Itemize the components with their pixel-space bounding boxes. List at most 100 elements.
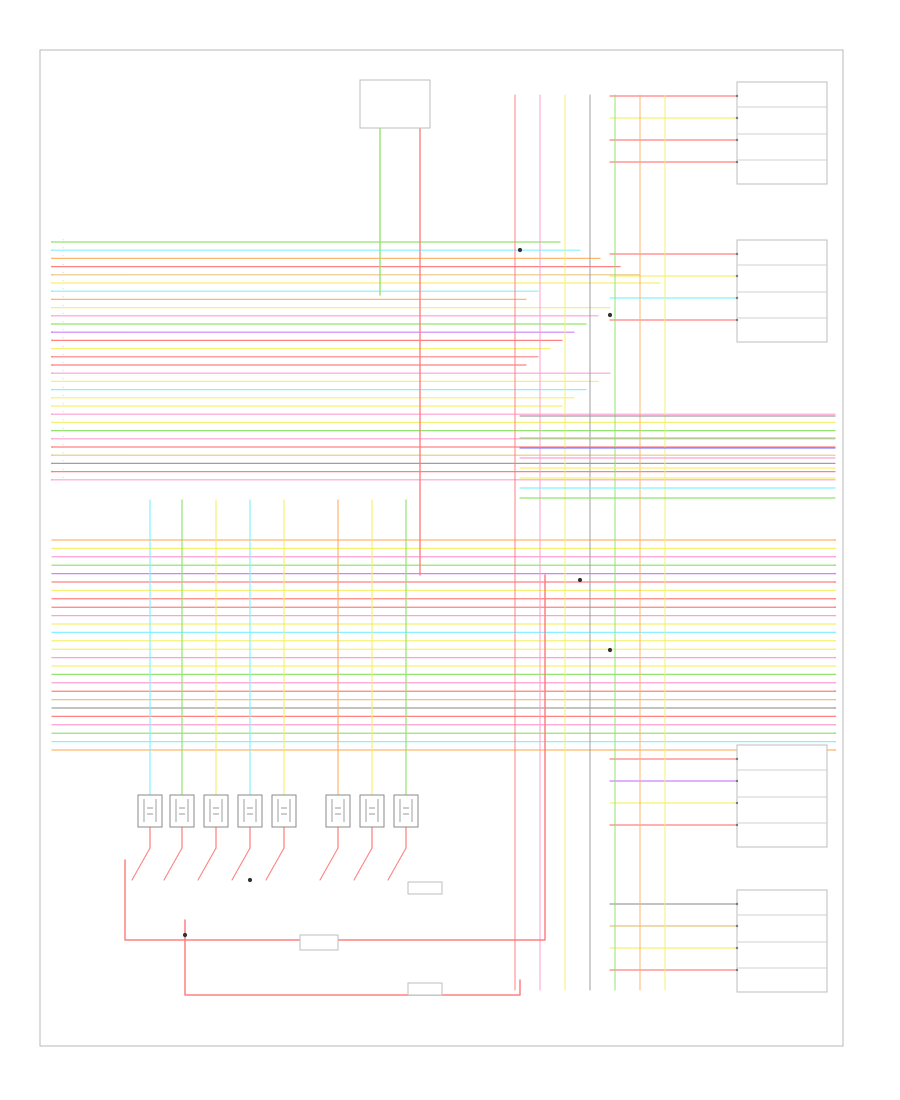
- right-bus-end: [834, 665, 836, 667]
- left-bus-end: [51, 282, 53, 284]
- connector-body: [736, 889, 828, 993]
- left-bus-mark: ·: [62, 279, 64, 283]
- left-bus-end: [51, 347, 53, 350]
- right-bus-end: [834, 715, 836, 718]
- right-bus-end: [834, 740, 836, 743]
- connector-pin: [735, 94, 739, 98]
- junction-dot: [577, 577, 583, 583]
- left-bus-mark: ·: [62, 254, 64, 258]
- relay: [393, 794, 419, 828]
- left-bus-end: [51, 339, 53, 342]
- small-module: [407, 982, 443, 996]
- right-bus-end: [834, 572, 836, 575]
- left-bus-end: [51, 372, 53, 375]
- junction-dot: [607, 312, 613, 318]
- connector-pin: [735, 138, 739, 142]
- left-bus-end: [51, 413, 53, 416]
- connector-pin: [735, 946, 739, 950]
- relay-output-jog: [163, 847, 183, 881]
- relay-output-jog: [131, 847, 151, 881]
- left-bus-mark: ·: [62, 476, 64, 480]
- left-bus-mark: ·: [62, 443, 64, 447]
- relay-coil: [213, 807, 219, 815]
- relay-coil: [179, 807, 185, 815]
- relay-body: [325, 794, 351, 828]
- ground-return-bottom: [184, 919, 521, 996]
- left-bus-end: [51, 331, 53, 334]
- left-bus-mark: ·: [62, 320, 64, 324]
- left-bus-mark: ·: [62, 426, 64, 430]
- left-bus-end: [51, 355, 53, 358]
- relay-coil: [369, 807, 375, 815]
- junction-dot: [182, 932, 188, 938]
- relay-body: [359, 794, 385, 828]
- ground-return-loop: [124, 574, 546, 941]
- connector-pin: [735, 252, 739, 256]
- left-bus-mark: ·: [62, 467, 64, 471]
- connector-pin: [735, 274, 739, 278]
- right-bus-end: [834, 614, 836, 617]
- connector-pin: [735, 160, 739, 164]
- left-bus-mark: ·: [62, 361, 64, 365]
- right-bus-end: [834, 564, 836, 567]
- right-bus-end: [834, 723, 836, 726]
- left-bus-end: [51, 478, 53, 481]
- right-bus-end: [834, 547, 836, 550]
- relay-body: [237, 794, 263, 828]
- wire-group: [51, 94, 836, 996]
- right-bus-end: [834, 539, 836, 541]
- right-bus-end: [834, 623, 836, 625]
- relay-output-jog: [387, 847, 407, 881]
- left-bus-mark: ·: [62, 303, 64, 307]
- right-connector: [735, 744, 828, 848]
- label-group: ······························: [62, 238, 64, 480]
- junction-dot: [607, 647, 613, 653]
- right-bus-end: [834, 732, 836, 735]
- small-module: [299, 934, 339, 951]
- relay-contacts: [209, 799, 223, 822]
- relay-body: [137, 794, 163, 828]
- right-connector: [735, 81, 828, 185]
- left-bus-mark: ·: [62, 262, 64, 266]
- left-bus-end: [51, 290, 53, 293]
- relay: [169, 794, 195, 828]
- left-bus-mark: ·: [62, 385, 64, 389]
- left-bus-mark: ·: [62, 312, 64, 316]
- relay-coil: [147, 807, 153, 815]
- right-bus-end: [834, 690, 836, 693]
- connector-pin: [735, 968, 739, 972]
- connector-pin: [735, 757, 739, 761]
- right-bus-end: [834, 581, 836, 583]
- left-bus-mark: ·: [62, 287, 64, 291]
- relay-output-jog: [265, 847, 285, 881]
- left-bus-end: [51, 396, 53, 399]
- right-bus-end: [834, 656, 836, 659]
- relay-contacts: [175, 799, 189, 822]
- right-bus-end: [834, 648, 836, 651]
- left-bus-end: [51, 241, 53, 243]
- junction-dot: [517, 247, 523, 253]
- right-bus-end: [834, 749, 836, 751]
- right-bus-end: [834, 631, 836, 634]
- relay-output-jog: [197, 847, 217, 881]
- left-bus-mark: ·: [62, 402, 64, 406]
- left-bus-mark: ·: [62, 459, 64, 463]
- left-bus-end: [51, 421, 53, 424]
- relay-coil: [281, 807, 287, 815]
- left-bus-end: [51, 405, 53, 407]
- left-bus-mark: ·: [62, 394, 64, 398]
- relay-contacts: [143, 799, 157, 822]
- relay-output-jog: [231, 847, 251, 881]
- left-bus-mark: ·: [62, 344, 64, 348]
- left-bus-end: [51, 298, 53, 301]
- relay: [203, 794, 229, 828]
- relay-body: [393, 794, 419, 828]
- connector-group: [735, 81, 828, 993]
- relay: [325, 794, 351, 828]
- left-bus-mark: ·: [62, 246, 64, 250]
- right-connector: [735, 889, 828, 993]
- left-bus-mark: ·: [62, 369, 64, 373]
- relay: [359, 794, 385, 828]
- left-bus-mark: ·: [62, 377, 64, 381]
